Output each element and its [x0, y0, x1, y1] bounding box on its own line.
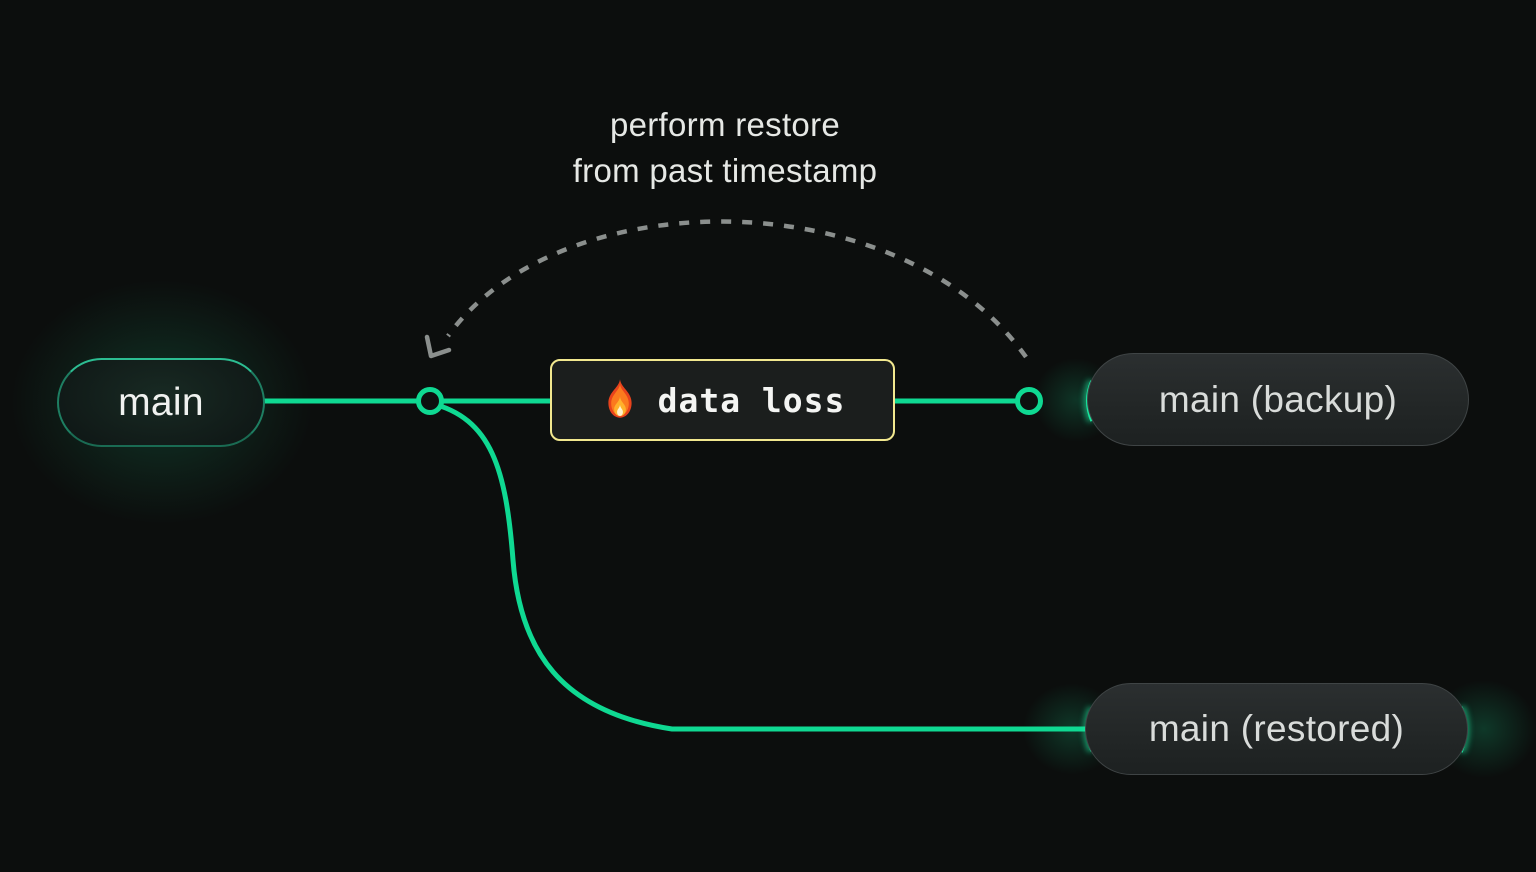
branch-line-restored: [427, 400, 1089, 732]
commit-node-icon-right: [1015, 387, 1043, 415]
restore-arrow-arc: [446, 219, 1028, 359]
restore-annotation: perform restore from past timestamp: [425, 102, 1025, 194]
node-main-backup: main (backup): [1087, 353, 1469, 446]
data-loss-label: data loss: [657, 380, 846, 420]
node-main-restored-label: main (restored): [1148, 708, 1405, 749]
fire-icon: [607, 379, 632, 418]
commit-node-icon-left: [416, 387, 444, 415]
data-loss-badge: data loss: [550, 359, 895, 441]
node-main: main: [57, 358, 265, 447]
node-main-backup-label: main (backup): [1158, 378, 1398, 420]
arrow-head-icon: [424, 334, 452, 359]
restore-annotation-line2: from past timestamp: [572, 152, 878, 189]
restore-annotation-line1: perform restore: [609, 106, 841, 143]
node-main-restored: main (restored): [1085, 683, 1468, 775]
node-main-label: main: [118, 380, 204, 424]
